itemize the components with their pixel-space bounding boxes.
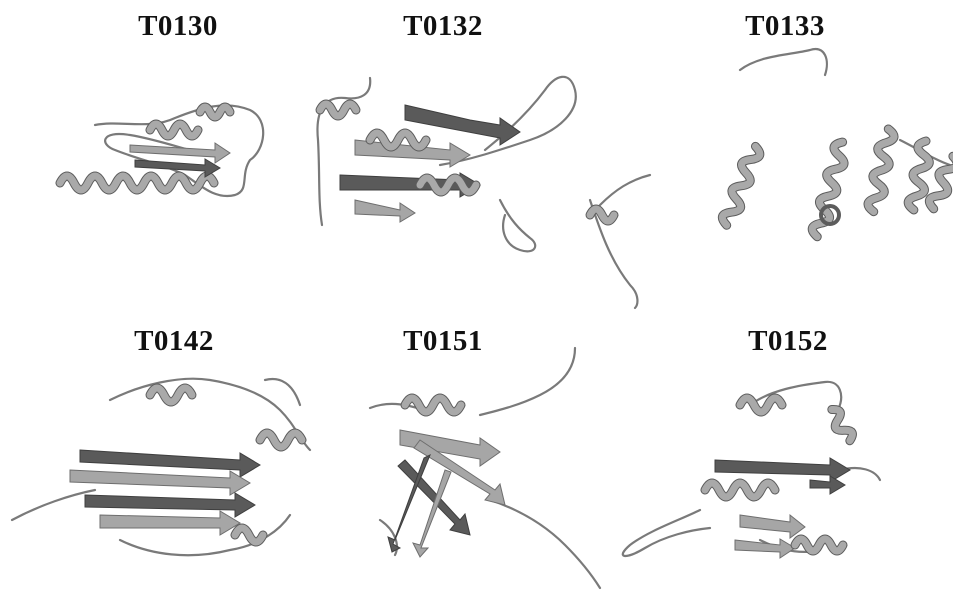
structure-t0130-group [60,105,263,196]
structure-t0132-group [317,77,575,252]
structure-t0133-group [590,49,953,308]
structure-t0142-group [12,379,310,556]
structure-t0151-group [370,348,600,588]
structure-t0152-group [623,382,880,558]
